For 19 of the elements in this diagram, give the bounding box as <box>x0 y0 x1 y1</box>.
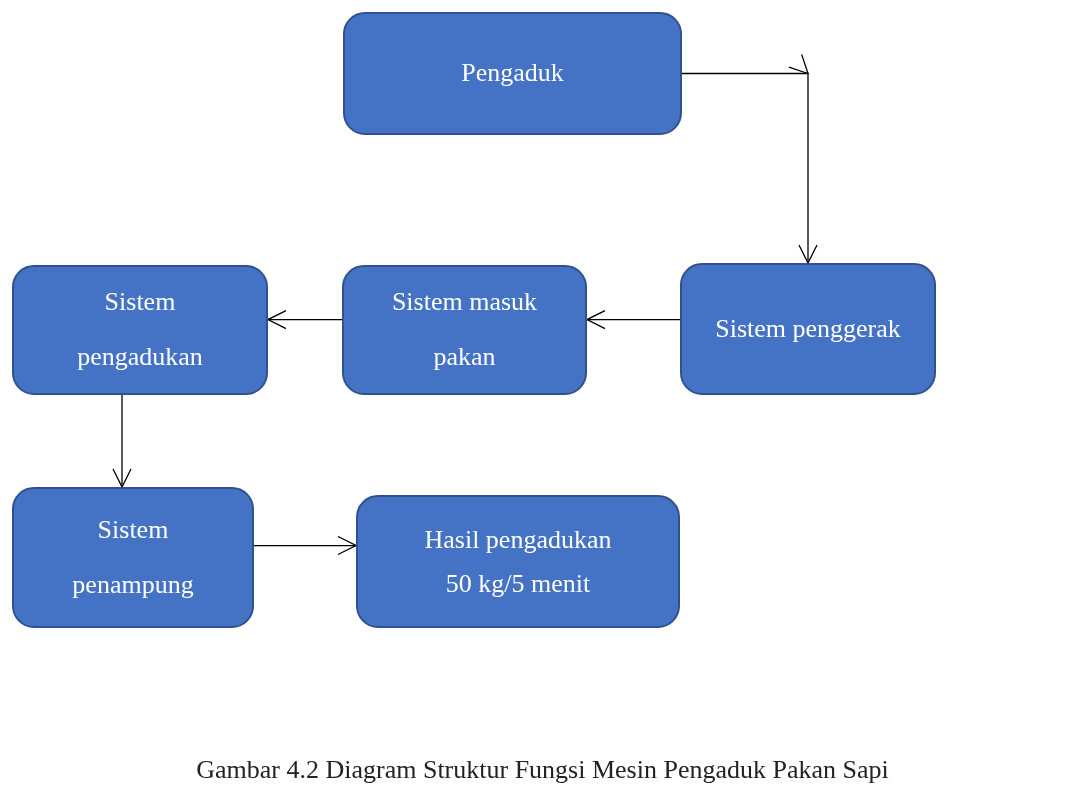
caption: Gambar 4.2 Diagram Struktur Fungsi Mesin Pengaduk Pakan Sapi <box>196 755 889 785</box>
process-box <box>343 12 682 135</box>
process-box <box>356 495 680 628</box>
box-label: Sistem penampung <box>71 513 195 601</box>
box-label: Hasil pengadukan <box>424 524 612 556</box>
arrow <box>267 309 343 330</box>
box-label: Pengaduk <box>461 57 564 90</box>
box-label: Sistem pengadukan <box>76 286 204 373</box>
arrow <box>112 394 132 488</box>
process-box <box>12 487 254 628</box>
arrow <box>681 54 818 264</box>
arrow <box>253 535 357 556</box>
process-box <box>12 265 268 395</box>
box-label: Sistem masuk pakan <box>390 286 539 373</box>
arrow <box>586 309 681 330</box>
box-label: Sistem penggerak <box>715 312 901 345</box>
process-box <box>680 263 936 395</box>
process-box <box>342 265 587 395</box>
box-label: 50 kg/5 menit <box>445 567 591 599</box>
